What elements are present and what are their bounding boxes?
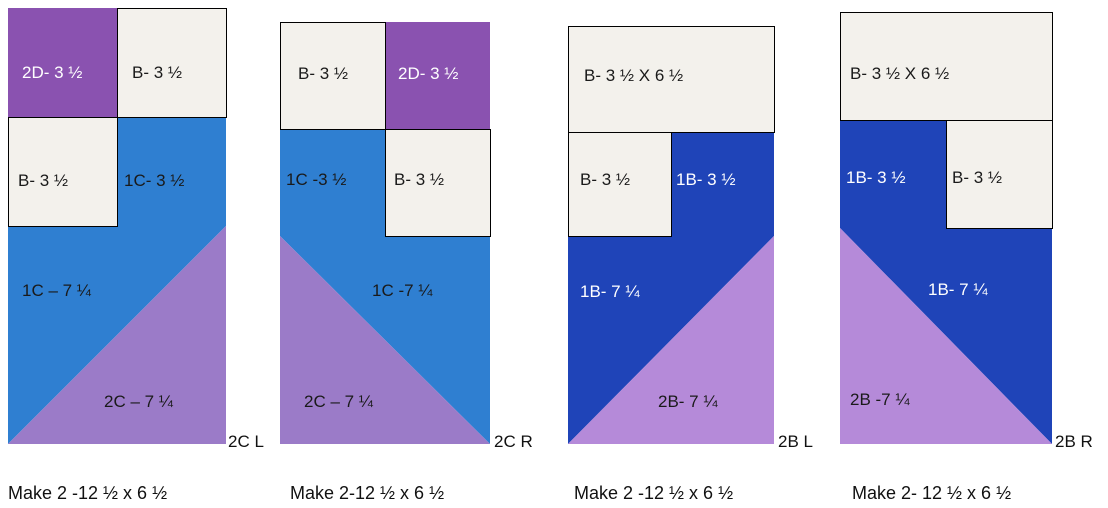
block-tag: 2B R bbox=[1055, 432, 1093, 451]
label-top-right: B- 3 ½ bbox=[132, 63, 183, 82]
label-triangle-lower: 2C – 7 ¼ bbox=[104, 392, 173, 411]
label-triangle-lower: 2B -7 ¼ bbox=[850, 390, 910, 409]
block-2b-right: B- 3 ½ X 6 ½ 1B- 3 ½ B- 3 ½ 1B- 7 ¼ 2B -… bbox=[840, 12, 1053, 444]
hst-unit bbox=[840, 228, 1052, 444]
triangle-2b-lilac bbox=[840, 228, 1052, 444]
label-triangle-upper: 1B- 7 ¼ bbox=[580, 282, 640, 301]
square-1c-blue bbox=[280, 129, 385, 236]
triangle-2b-lilac bbox=[568, 236, 774, 444]
square-1c-blue bbox=[117, 117, 226, 226]
square-b-cream bbox=[117, 8, 226, 117]
label-mid-right: B- 3 ½ bbox=[952, 168, 1003, 187]
label-triangle-upper: 1B- 7 ¼ bbox=[928, 280, 988, 299]
block-tag: 2C L bbox=[228, 432, 264, 451]
block-caption: Make 2- 12 ½ x 6 ½ bbox=[852, 483, 1012, 503]
rect-b-cream bbox=[840, 12, 1052, 120]
block-caption: Make 2 -12 ½ x 6 ½ bbox=[8, 483, 168, 503]
block-2c-left: 2D- 3 ½ B- 3 ½ B- 3 ½ 1C- 3 ½ 1C – 7 ¼ 2… bbox=[8, 8, 227, 444]
block-caption: Make 2-12 ½ x 6 ½ bbox=[290, 483, 445, 503]
label-top-left: B- 3 ½ bbox=[298, 64, 349, 83]
square-b-cream bbox=[946, 120, 1052, 228]
block-2c-right: B- 3 ½ 2D- 3 ½ 1C -3 ½ B- 3 ½ 1C -7 ¼ 2C… bbox=[280, 22, 491, 444]
label-triangle-upper: 1C -7 ¼ bbox=[372, 281, 433, 300]
label-top: B- 3 ½ X 6 ½ bbox=[584, 66, 684, 85]
label-mid-right: 1C- 3 ½ bbox=[124, 171, 185, 190]
label-top-left: 2D- 3 ½ bbox=[22, 63, 83, 82]
label-top: B- 3 ½ X 6 ½ bbox=[850, 64, 950, 83]
block-caption: Make 2 -12 ½ x 6 ½ bbox=[574, 483, 734, 503]
square-1b-navy bbox=[840, 120, 946, 228]
label-mid-left: 1C -3 ½ bbox=[286, 170, 347, 189]
label-mid-right: 1B- 3 ½ bbox=[676, 170, 736, 189]
hst-unit bbox=[280, 236, 490, 444]
square-b-cream bbox=[8, 117, 117, 226]
label-triangle-lower: 2B- 7 ¼ bbox=[658, 392, 718, 411]
hst-unit bbox=[8, 226, 226, 444]
block-tag: 2C R bbox=[494, 432, 533, 451]
label-mid-left: 1B- 3 ½ bbox=[846, 168, 906, 187]
block-tag: 2B L bbox=[778, 432, 813, 451]
triangle-2c-lavender bbox=[280, 236, 490, 444]
label-triangle-lower: 2C – 7 ¼ bbox=[304, 392, 373, 411]
square-1b-navy bbox=[671, 132, 774, 236]
label-mid-left: B- 3 ½ bbox=[18, 171, 69, 190]
square-b-cream bbox=[280, 22, 385, 129]
hst-unit bbox=[568, 236, 774, 444]
square-2d-purple bbox=[385, 22, 490, 129]
block-2b-left: B- 3 ½ X 6 ½ B- 3 ½ 1B- 3 ½ 1B- 7 ¼ 2B- … bbox=[568, 26, 775, 444]
label-mid-right: B- 3 ½ bbox=[394, 170, 445, 189]
square-b-cream bbox=[568, 132, 671, 236]
label-top-right: 2D- 3 ½ bbox=[398, 64, 459, 83]
label-triangle-upper: 1C – 7 ¼ bbox=[22, 281, 91, 300]
label-mid-left: B- 3 ½ bbox=[580, 170, 631, 189]
rect-b-cream bbox=[568, 26, 774, 132]
square-2d-purple bbox=[8, 8, 117, 117]
square-b-cream bbox=[385, 129, 490, 236]
triangle-2c-lavender bbox=[8, 226, 226, 444]
